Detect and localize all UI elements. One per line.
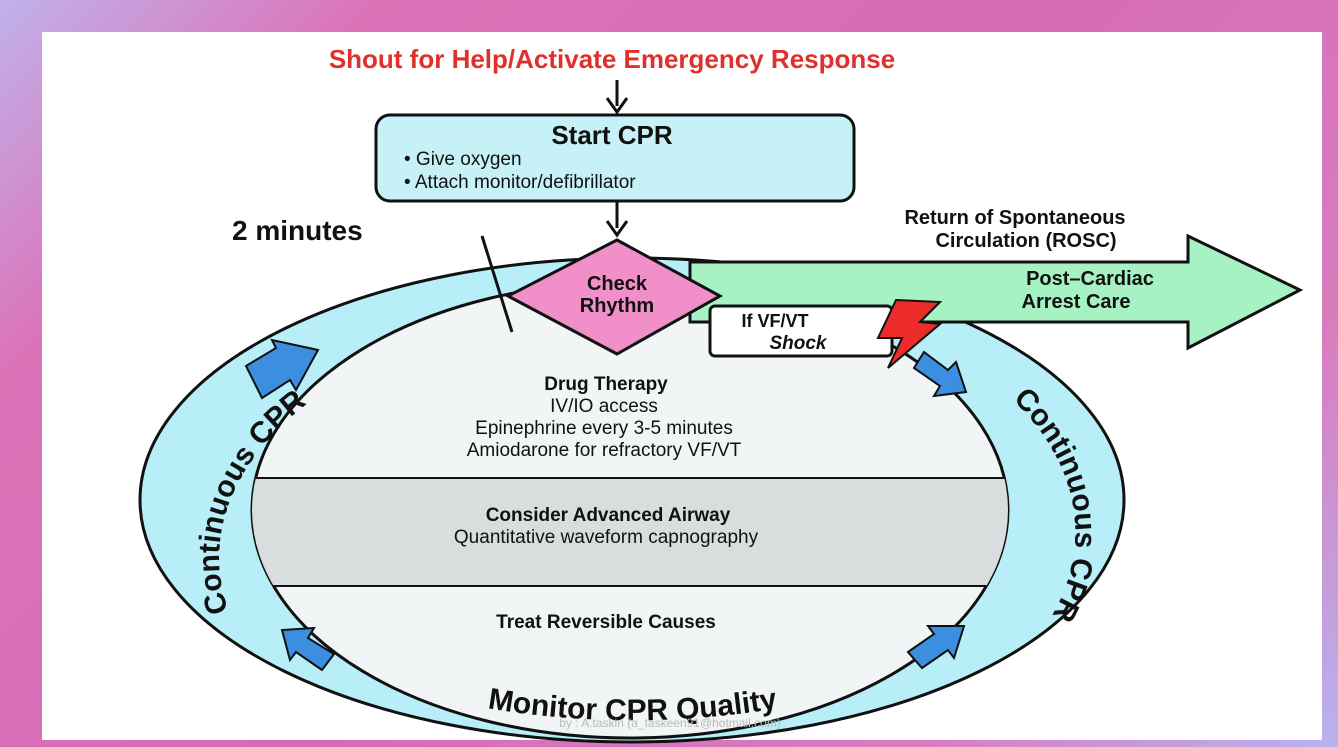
lightning-bolt-icon xyxy=(876,298,943,369)
drug-therapy-title: Drug Therapy xyxy=(544,374,668,395)
reversible-causes-title: Treat Reversible Causes xyxy=(496,612,716,633)
start-cpr-bullet-monitor: • Attach monitor/defibrillator xyxy=(404,172,636,193)
post-arrest-line2: Arrest Care xyxy=(1022,291,1131,313)
post-arrest-line1: Post–Cardiac xyxy=(1026,268,1154,290)
airway-line: Quantitative waveform capnography xyxy=(454,527,759,548)
cpr-cycle-ring xyxy=(138,256,1126,744)
rosc-label-line1: Return of Spontaneous xyxy=(904,207,1125,229)
arrow-down-to-start xyxy=(605,80,629,115)
check-rhythm-line1: Check xyxy=(587,273,648,295)
blue-arrow-bottom-left-icon xyxy=(280,626,336,672)
two-minutes-pointer xyxy=(480,235,514,333)
blue-arrow-bottom-right-icon xyxy=(906,625,966,670)
drug-therapy-line-access: IV/IO access xyxy=(550,396,658,417)
blue-arrow-top-right-icon xyxy=(912,350,968,398)
drug-therapy-line-amiodarone: Amiodarone for refractory VF/VT xyxy=(467,440,742,461)
start-cpr-bullet-oxygen: • Give oxygen xyxy=(404,149,522,170)
author-watermark: by : A.taskin (a_taskeen91@hotmail.com) xyxy=(559,716,781,730)
check-rhythm-line2: Rhythm xyxy=(580,295,654,317)
airway-title: Consider Advanced Airway xyxy=(486,505,731,526)
shock-line1: If VF/VT xyxy=(742,311,809,331)
shock-line2: Shock xyxy=(769,333,827,354)
start-cpr-title: Start CPR xyxy=(551,120,673,150)
arrow-down-to-check-rhythm xyxy=(605,201,629,238)
header-title: Shout for Help/Activate Emergency Respon… xyxy=(329,44,895,74)
rosc-label-line2: Circulation (ROSC) xyxy=(935,230,1116,252)
shock-box: If VF/VT Shock xyxy=(708,304,894,358)
start-cpr-box: Start CPR • Give oxygen • Attach monitor… xyxy=(374,113,856,203)
drug-therapy-line-epinephrine: Epinephrine every 3-5 minutes xyxy=(475,418,733,439)
check-rhythm-diamond: Check Rhythm xyxy=(504,238,724,356)
blue-arrow-top-left-icon xyxy=(244,338,320,400)
two-minutes-label: 2 minutes xyxy=(232,215,363,246)
